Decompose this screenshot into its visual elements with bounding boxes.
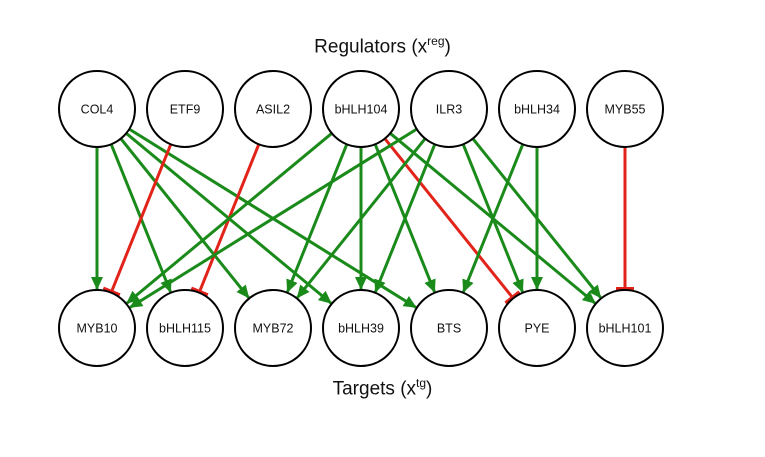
target-circle [586,289,664,367]
regulator-node-bhlh104: bHLH104 [322,70,400,148]
edge-col4-to-myb72-activation [119,137,250,299]
regulator-label: COL4 [81,103,114,117]
regulator-node-myb55: MYB55 [586,70,664,148]
edges-layer [91,127,634,309]
target-node-bhlh39: bHLH39 [322,289,400,367]
edge-etf9-to-myb10-repression [102,143,173,298]
edge-ilr3-to-myb10-activation [129,127,418,309]
targets-title: Targets (xtg) [332,376,433,400]
target-circle [498,289,576,367]
regulator-node-ilr3: ILR3 [410,70,488,148]
regulator-node-col4: COL4 [58,70,136,148]
regulator-label: bHLH34 [514,103,560,117]
regulator-label: ILR3 [436,103,462,117]
regulator-node-etf9: ETF9 [146,70,224,148]
regulator-label: ETF9 [170,103,201,117]
edge-bhlh104-to-pye-repression [383,137,521,305]
target-label: bHLH115 [159,322,211,336]
edge-bhlh34-to-bts-activation [462,143,525,293]
target-label: bHLH101 [599,322,652,336]
target-node-myb72: MYB72 [234,289,312,367]
nodes-layer: COL4 ETF9 ASIL2 bHLH104 ILR3 bHLH34 MYB55MYB10… [58,70,664,367]
target-node-bhlh115: bHLH115 [146,289,224,367]
regulator-circle [234,70,312,148]
target-node-bts: BTS [410,289,488,367]
target-circle [234,289,312,367]
regulator-circle [322,70,400,148]
target-label: BTS [437,322,461,336]
target-circle [410,289,488,367]
regulator-circle [410,70,488,148]
edge-bhlh104-to-myb10-activation [126,132,333,305]
regulators-title: Regulators (xreg) [314,34,451,58]
regulator-label: MYB55 [605,103,646,117]
target-label: MYB10 [77,322,118,336]
regulator-circle [586,70,664,148]
regulator-circle [58,70,136,148]
regulator-label: bHLH104 [335,103,388,117]
target-node-myb10: MYB10 [58,289,136,367]
regulator-node-asil2: ASIL2 [234,70,312,148]
target-node-bhlh101: bHLH101 [586,289,664,367]
target-circle [58,289,136,367]
edge-ilr3-to-bhlh39-activation [374,143,437,293]
regulator-label: ASIL2 [256,103,290,117]
target-circle [146,289,224,367]
target-label: bHLH39 [338,322,384,336]
regulator-node-bhlh34: bHLH34 [498,70,576,148]
target-label: MYB72 [253,322,294,336]
target-node-pye: PYE [498,289,576,367]
edge-ilr3-to-myb72-activation [296,137,427,299]
regulator-circle [498,70,576,148]
edge-bhlh104-to-myb72-activation [286,143,349,293]
regulator-circle [146,70,224,148]
target-circle [322,289,400,367]
target-label: PYE [524,322,549,336]
